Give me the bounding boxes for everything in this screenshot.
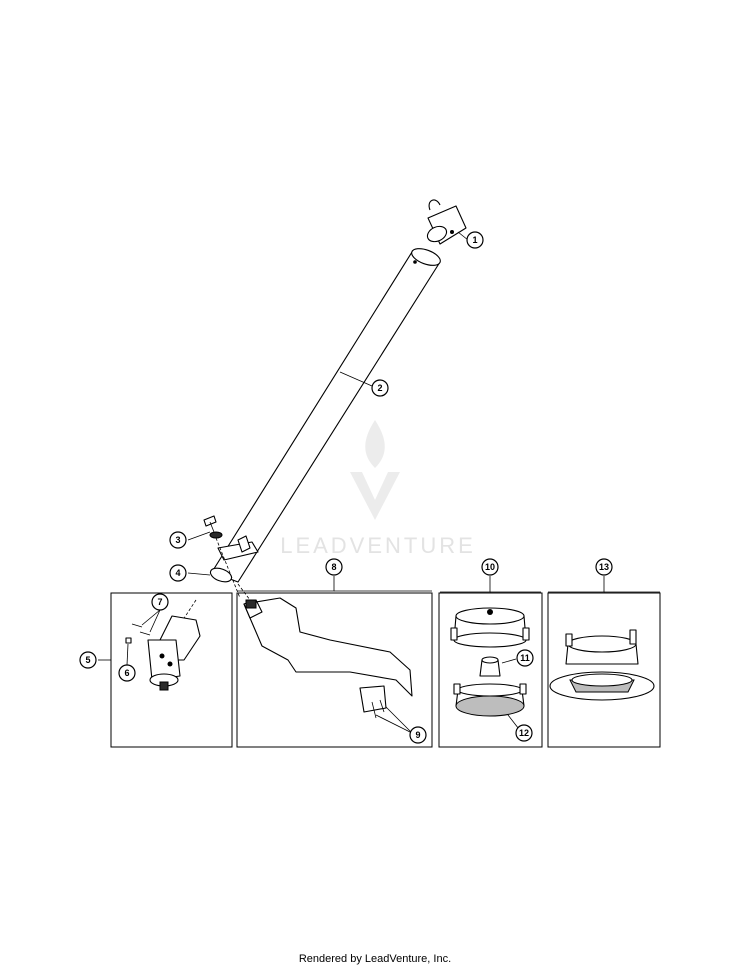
watermark-flame-icon bbox=[365, 420, 385, 468]
screw-part bbox=[371, 699, 385, 719]
footer-credit: Rendered by LeadVenture, Inc. bbox=[298, 953, 452, 965]
spool-nut-part bbox=[479, 656, 501, 677]
guard-part bbox=[243, 597, 413, 713]
callout-11: 11 bbox=[516, 649, 534, 667]
callout-label: 2 bbox=[377, 383, 382, 393]
box-spool bbox=[438, 592, 543, 748]
callout-label: 4 bbox=[175, 568, 180, 578]
callout-9: 9 bbox=[409, 726, 427, 744]
callout-label: 7 bbox=[157, 597, 162, 607]
callout-label: 13 bbox=[599, 562, 609, 572]
callout-6: 6 bbox=[118, 664, 136, 682]
box-trimmer-head bbox=[547, 592, 661, 748]
callout-label: 1 bbox=[472, 235, 477, 245]
screw-part bbox=[125, 623, 151, 644]
callout-3: 3 bbox=[169, 531, 187, 549]
shaft-part bbox=[209, 248, 441, 583]
callout-label: 6 bbox=[124, 668, 129, 678]
callout-1: 1 bbox=[466, 231, 484, 249]
callout-label: 10 bbox=[485, 562, 495, 572]
callout-5: 5 bbox=[79, 651, 97, 669]
callout-13: 13 bbox=[595, 558, 613, 576]
callout-8: 8 bbox=[325, 558, 343, 576]
spool-base-part bbox=[453, 683, 527, 717]
callout-label: 9 bbox=[415, 730, 420, 740]
spool-cover-part bbox=[450, 607, 530, 648]
box-guard bbox=[236, 592, 433, 748]
callout-label: 11 bbox=[520, 653, 530, 663]
gearhead-part bbox=[147, 615, 201, 691]
callout-label: 5 bbox=[85, 655, 90, 665]
watermark-text: LEADVENTURE bbox=[280, 533, 476, 558]
callout-12: 12 bbox=[515, 724, 533, 742]
callout-label: 8 bbox=[331, 562, 336, 572]
bolt-part bbox=[203, 515, 241, 599]
watermark-v-icon bbox=[350, 472, 400, 520]
callout-7: 7 bbox=[151, 593, 169, 611]
callout-4: 4 bbox=[169, 564, 187, 582]
leadventure-watermark: LEADVENTURE bbox=[280, 420, 476, 558]
callout-label: 12 bbox=[519, 728, 529, 738]
callout-label: 3 bbox=[175, 535, 180, 545]
callout-2: 2 bbox=[371, 379, 389, 397]
trimmer-head-part bbox=[549, 629, 655, 701]
callout-10: 10 bbox=[481, 558, 499, 576]
coupler-part bbox=[426, 199, 467, 245]
box-gearhead-kit bbox=[110, 592, 233, 748]
